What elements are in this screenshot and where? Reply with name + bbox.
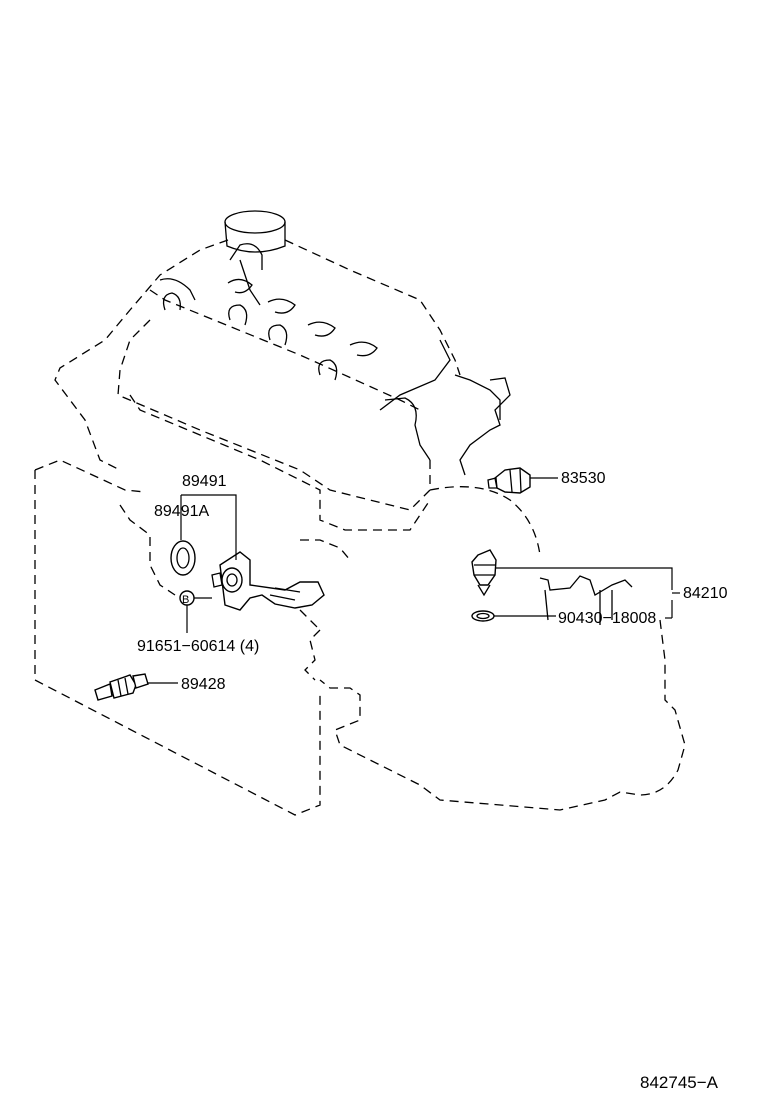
washer-90430-part — [471, 610, 495, 622]
sender-84210-part — [471, 549, 497, 597]
label-84210: 84210 — [683, 585, 728, 602]
label-83530: 83530 — [561, 470, 606, 487]
leader-lines — [148, 477, 680, 684]
label-91651-60614: 91651−60614 (4) — [137, 638, 259, 655]
bolt-91651-part: B — [179, 590, 195, 606]
sensor-89428-part — [94, 673, 149, 701]
sensor-89491-part — [211, 551, 325, 611]
label-89491: 89491 — [182, 473, 227, 490]
engine-outline — [34, 210, 686, 816]
switch-83530-part — [487, 467, 531, 494]
label-89491a: 89491A — [154, 503, 209, 520]
label-89428: 89428 — [181, 676, 226, 693]
reference-number: 842745−A — [640, 1073, 719, 1092]
bolt-b-mark: B — [182, 594, 189, 606]
gasket-89491a-part — [170, 540, 196, 576]
label-90430-18008: 90430−18008 — [558, 610, 656, 627]
